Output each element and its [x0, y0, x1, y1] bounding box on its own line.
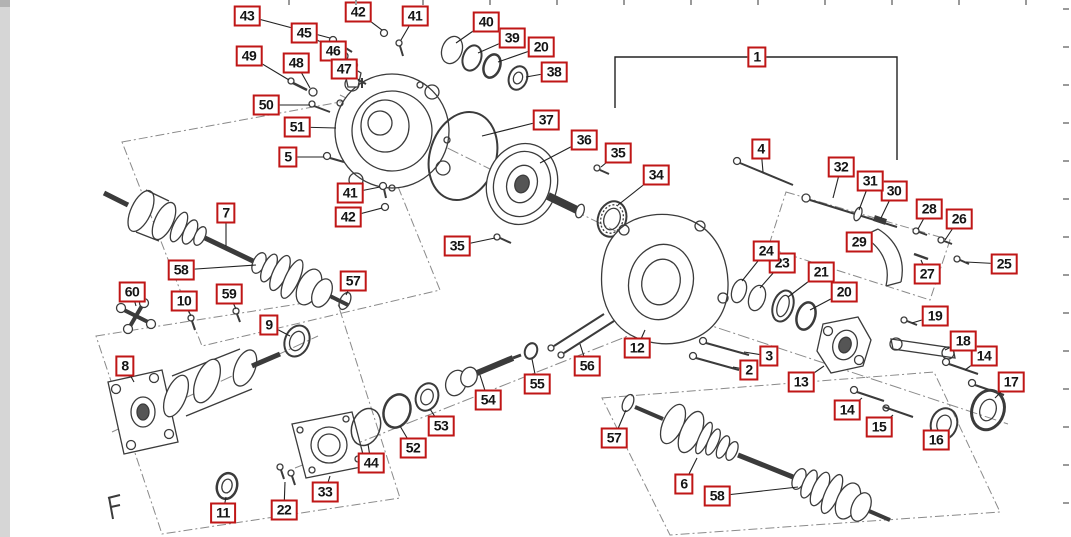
rear-right-axle-drawing: [621, 393, 891, 522]
part-callout-43: 43: [233, 5, 261, 27]
part-callout-34: 34: [642, 164, 670, 186]
part-callout-26: 26: [945, 208, 973, 230]
part-callout-48: 48: [282, 52, 310, 74]
part-callout-23: 23: [768, 252, 796, 274]
part-callout-10: 10: [170, 290, 198, 312]
part-callout-41: 41: [401, 5, 429, 27]
front-left-axle-drawing: [102, 189, 352, 311]
part-callout-20: 20: [527, 36, 555, 58]
part-callout-55: 55: [523, 373, 551, 395]
leader-line-58: [716, 486, 799, 497]
u-joint-60: [115, 297, 157, 335]
part-callout-57: 57: [600, 427, 628, 449]
part-callout-17: 17: [997, 371, 1025, 393]
part-callout-58: 58: [703, 485, 731, 507]
part-callout-18: 18: [949, 330, 977, 352]
part-callout-39: 39: [498, 27, 526, 49]
part-callout-28: 28: [915, 198, 943, 220]
page-right-tickmarks: [1063, 8, 1069, 530]
part-callout-59: 59: [215, 283, 243, 305]
part-callout-47: 47: [330, 58, 358, 80]
bolt-4: [732, 156, 794, 186]
page-corner-mark: [0, 0, 10, 7]
part-callout-13: 13: [787, 371, 815, 393]
part-callout-51: 51: [283, 116, 311, 138]
part-callout-36: 36: [570, 129, 598, 151]
bearing-34: [596, 200, 628, 238]
output-housing-group: [107, 307, 311, 455]
part-callout-24: 24: [752, 240, 780, 262]
part-callout-16: 16: [922, 429, 950, 451]
parts-artwork: [102, 28, 1006, 522]
seal-rings-top: [440, 35, 529, 91]
part-callout-20: 20: [830, 281, 858, 303]
page-top-tickmarks: [288, 0, 1050, 5]
part-callout-7: 7: [216, 202, 236, 224]
part-callout-1: 1: [747, 46, 767, 68]
part-callout-15: 15: [865, 416, 893, 438]
part-callout-3: 3: [759, 345, 779, 367]
differential-case-12: [600, 213, 729, 349]
case-bolts-2-3: [688, 336, 750, 371]
part-callout-14: 14: [970, 345, 998, 367]
part-callout-44: 44: [357, 452, 385, 474]
part-callout-4: 4: [751, 138, 771, 160]
part-callout-40: 40: [472, 11, 500, 33]
part-callout-38: 38: [540, 61, 568, 83]
part-callout-32: 32: [827, 156, 855, 178]
part-callout-54: 54: [474, 389, 502, 411]
pinion-shaft-54-group: [444, 313, 615, 397]
part-callout-27: 27: [913, 263, 941, 285]
part-callout-35: 35: [443, 235, 471, 257]
page-left-margin: [0, 0, 10, 537]
shim-rings-right: [730, 278, 817, 331]
part-callout-29: 29: [845, 231, 873, 253]
yoke-13: [816, 316, 872, 374]
gear-drum-36: [485, 142, 586, 226]
part-callout-57: 57: [339, 270, 367, 292]
part-callout-25: 25: [990, 253, 1018, 275]
part-callout-5: 5: [278, 146, 298, 168]
part-callout-11: 11: [210, 502, 236, 524]
part-callout-52: 52: [399, 437, 427, 459]
bottom-left-fasteners: [215, 463, 296, 501]
part-callout-21: 21: [807, 261, 835, 283]
part-callout-22: 22: [270, 499, 298, 521]
part-callout-50: 50: [252, 94, 280, 116]
shift-shaft-group: [801, 193, 970, 265]
part-callout-56: 56: [573, 355, 601, 377]
part-callout-8: 8: [115, 355, 135, 377]
part-callout-12: 12: [623, 337, 651, 359]
part-callout-58: 58: [167, 259, 195, 281]
part-callout-53: 53: [427, 415, 455, 437]
part-callout-6: 6: [674, 473, 694, 495]
output-seals-right: [929, 388, 1006, 441]
part-callout-14: 14: [833, 399, 861, 421]
part-callout-60: 60: [118, 281, 146, 303]
part-callout-9: 9: [259, 314, 279, 336]
part-callout-31: 31: [856, 170, 884, 192]
stamp-f-mark: [107, 494, 121, 520]
part-callout-37: 37: [532, 109, 560, 131]
stud-bolts-35: [493, 164, 610, 244]
part-callout-30: 30: [880, 180, 908, 202]
part-callout-42: 42: [334, 206, 362, 228]
part-callout-19: 19: [921, 305, 949, 327]
part-callout-35: 35: [604, 142, 632, 164]
bottom-cover-group: [291, 382, 440, 479]
bolt-19: [900, 316, 918, 326]
part-callout-2: 2: [739, 359, 759, 381]
part-callout-41: 41: [336, 182, 364, 204]
snap-ring-57: [338, 291, 352, 311]
part-callout-42: 42: [344, 1, 372, 23]
part-callout-45: 45: [290, 22, 318, 44]
part-callout-49: 49: [235, 45, 263, 67]
part-callout-33: 33: [311, 481, 339, 503]
